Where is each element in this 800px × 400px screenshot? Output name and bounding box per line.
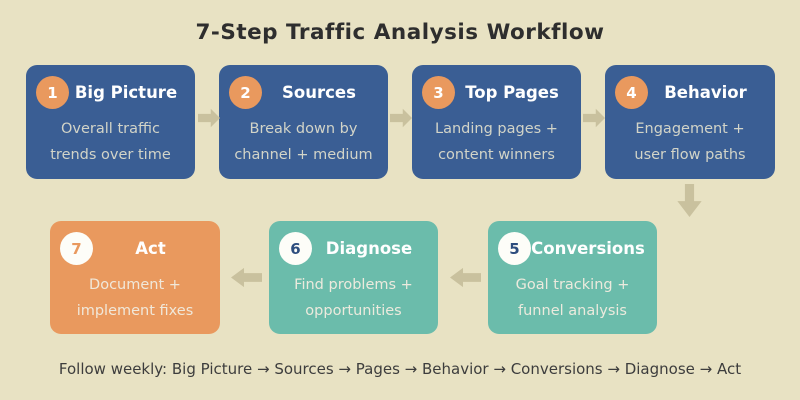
step-card-act: 7 Act Document + implement fixes [50, 221, 220, 334]
step-number-badge: 7 [60, 232, 93, 265]
step-card-top-pages: 3 Top Pages Landing pages + content winn… [412, 65, 581, 179]
step-card-sources: 2 Sources Break down by channel + medium [219, 65, 388, 179]
step-description: Break down by channel + medium [234, 121, 373, 163]
step-number-badge: 2 [229, 76, 262, 109]
step-number-badge: 3 [422, 76, 455, 109]
flow-arrow-right-icon [198, 108, 220, 128]
step-description: Document + implement fixes [76, 277, 194, 319]
step-title: Top Pages [465, 83, 559, 102]
step-card-behavior: 4 Behavior Engagement + user flow paths [605, 65, 775, 179]
step-title: Behavior [664, 83, 747, 102]
step-card-conversions: 5 Conversions Goal tracking + funnel ana… [488, 221, 657, 334]
step-number-badge: 1 [36, 76, 69, 109]
step-description: Find problems + opportunities [294, 277, 413, 319]
flow-arrow-left-icon [450, 267, 481, 288]
flow-arrow-right-icon [390, 108, 412, 128]
step-title: Act [135, 239, 166, 258]
footer-note: Follow weekly: Big Picture → Sources → P… [58, 360, 742, 378]
step-title: Big Picture [74, 83, 178, 102]
flow-arrow-left-icon [231, 267, 262, 288]
step-card-big-picture: 1 Big Picture Overall traffic trends ove… [26, 65, 195, 179]
step-number-badge: 6 [279, 232, 312, 265]
step-title: Diagnose [325, 239, 413, 258]
step-title: Conversions [531, 239, 645, 258]
step-card-diagnose: 6 Diagnose Find problems + opportunities [269, 221, 438, 334]
step-description: Overall traffic trends over time [50, 121, 171, 163]
page-title: 7-Step Traffic Analysis Workflow [195, 20, 605, 45]
step-title: Sources [282, 83, 356, 102]
flow-arrow-right-icon [583, 108, 605, 128]
step-description: Landing pages + content winners [435, 121, 558, 163]
step-description: Goal tracking + funnel analysis [515, 277, 630, 319]
step-number-badge: 4 [615, 76, 648, 109]
step-description: Engagement + user flow paths [634, 121, 746, 163]
step-number-badge: 5 [498, 232, 531, 265]
flow-arrow-down-icon [677, 184, 702, 217]
